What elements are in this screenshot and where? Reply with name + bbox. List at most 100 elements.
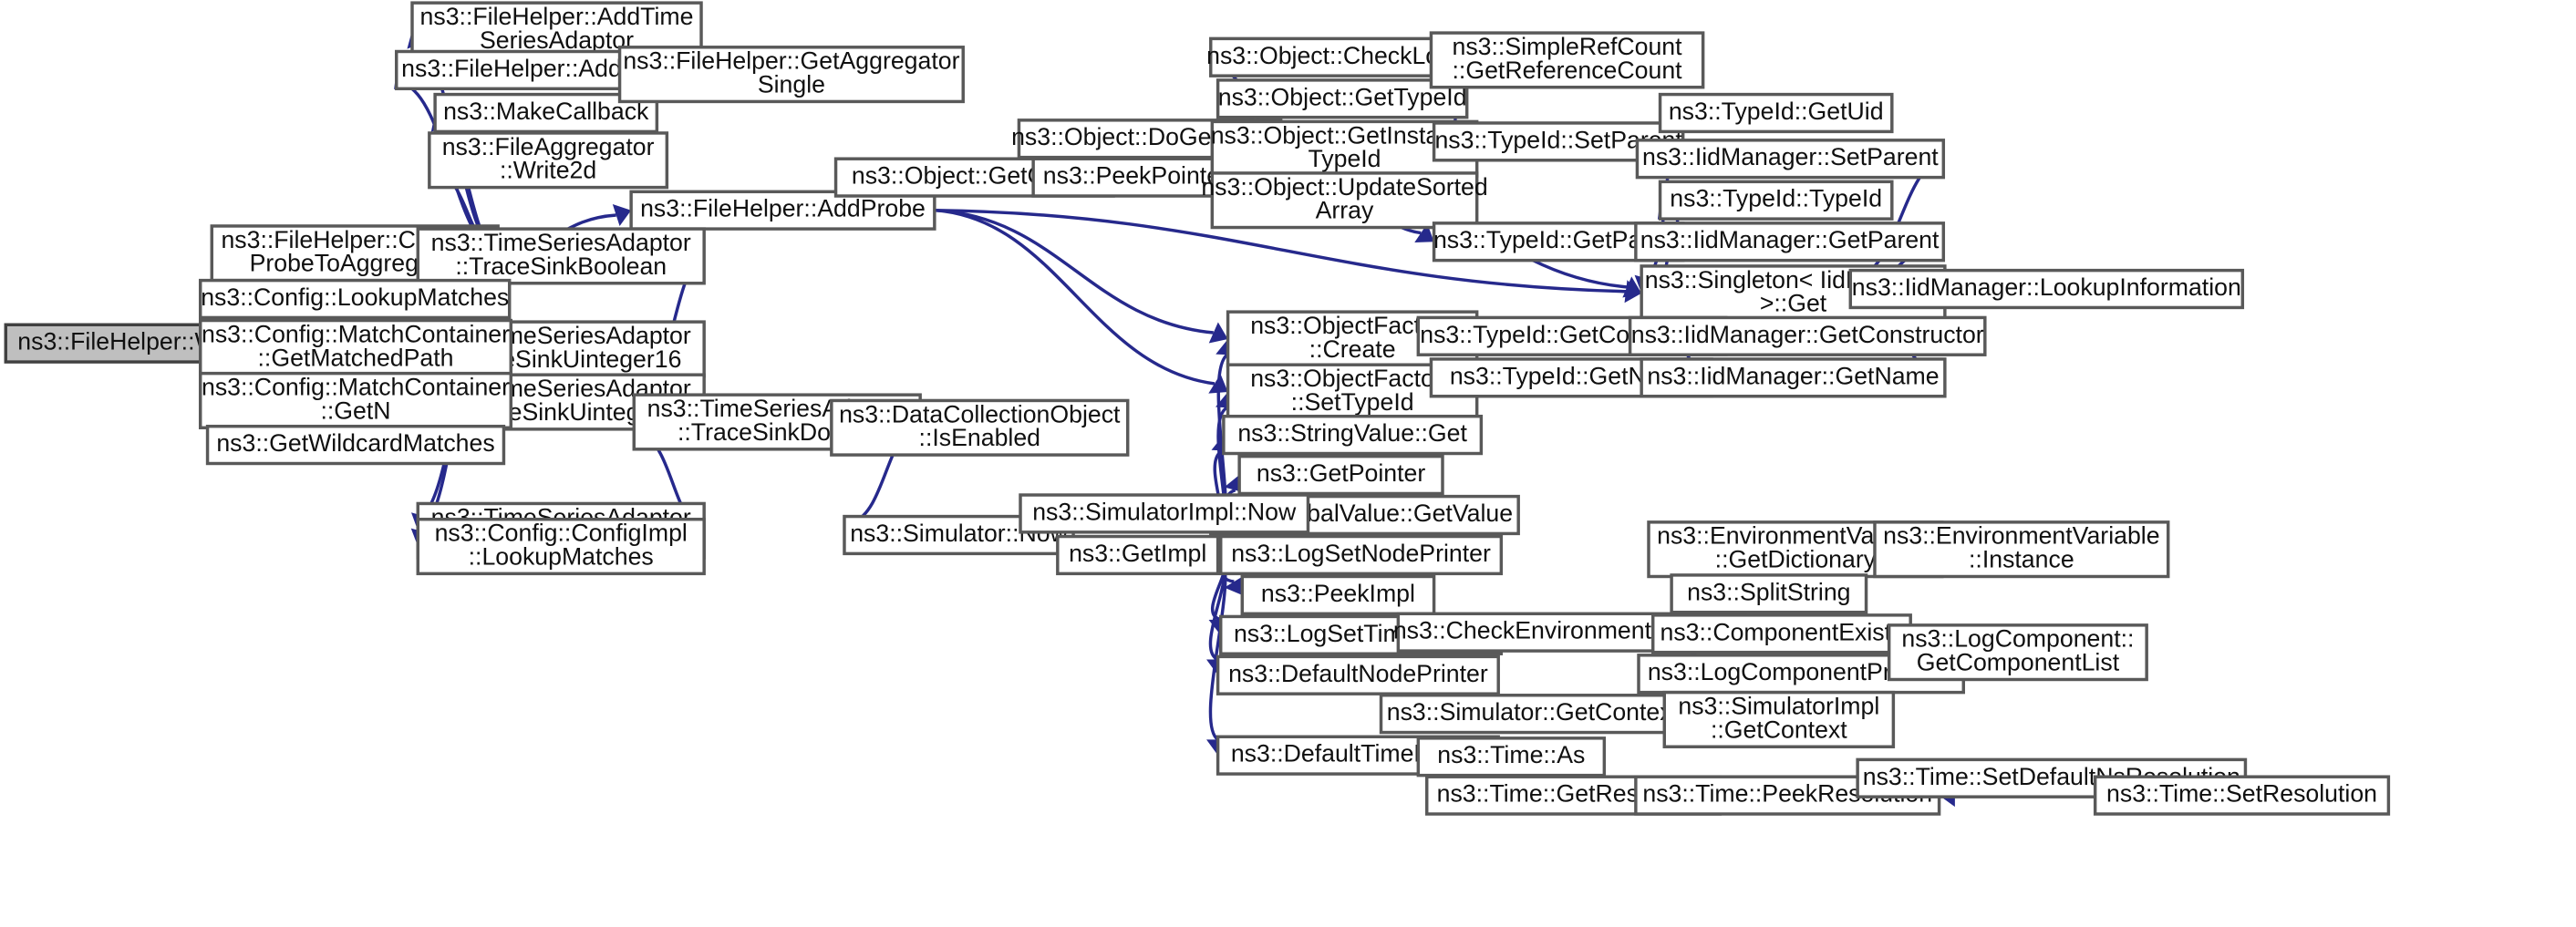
node-box[interactable] <box>617 46 965 104</box>
arrowhead-icon <box>612 204 632 226</box>
graph-node-iid-getparent[interactable]: ns3::IidManager::GetParentns3::IidManage… <box>1634 221 1946 263</box>
arrowhead-icon <box>1414 223 1434 243</box>
node-box[interactable] <box>1429 31 1705 89</box>
node-box[interactable] <box>1219 534 1504 576</box>
graph-node-stringvalue-get[interactable]: ns3::StringValue::Getns3::StringValue::G… <box>1222 414 1484 456</box>
node-box[interactable] <box>1887 623 2148 682</box>
node-label: ns3::PeekPointer <box>1043 162 1228 190</box>
graph-node-object-gettypeid[interactable]: ns3::Object::GetTypeIdns3::Object::GetTy… <box>1216 78 1469 119</box>
graph-node-matchcontainer-getn[interactable]: ns3::Config::MatchContainer::GetNns3::Co… <box>198 371 513 429</box>
graph-node-iid-getname[interactable]: ns3::IidManager::GetNamens3::IidManager:… <box>1640 357 1947 398</box>
graph-node-time-setresolution[interactable]: ns3::Time::SetResolutionns3::Time::SetRe… <box>2093 775 2391 816</box>
node-label: ns3::MakeCallback <box>443 98 649 125</box>
graph-node-fileagg-write2d[interactable]: ns3::FileAggregator::Write2dns3::FileAgg… <box>428 131 669 190</box>
graph-node-config-lookupmatches[interactable]: ns3::Config::LookupMatchesns3::Config::L… <box>198 278 512 320</box>
graph-node-simulator-getcontext[interactable]: ns3::Simulator::GetContextns3::Simulator… <box>1379 694 1686 735</box>
node-box[interactable] <box>198 278 512 320</box>
node-label: ns3::IidManager::SetParent <box>1642 143 1939 170</box>
node-box[interactable] <box>1240 574 1436 616</box>
call-edge <box>934 208 1627 294</box>
node-box[interactable] <box>830 398 1130 457</box>
call-edge <box>934 208 1214 335</box>
node-box[interactable] <box>1658 180 1894 221</box>
node-box[interactable] <box>1848 268 2245 310</box>
node-label: ns3::SimulatorImpl::GetContext <box>1678 693 1879 744</box>
graph-node-objectfactory-create[interactable]: ns3::ObjectFactory::Createns3::ObjectFac… <box>1226 310 1479 368</box>
node-label: ns3::StringValue::Get <box>1237 419 1467 447</box>
node-box[interactable] <box>205 424 506 466</box>
node-box[interactable] <box>1216 78 1469 119</box>
node-label: ns3::LogComponent::GetComponentList <box>1901 625 2134 676</box>
node-label: ns3::IidManager::GetName <box>1647 362 1939 389</box>
node-box[interactable] <box>428 131 669 190</box>
node-box[interactable] <box>198 371 513 429</box>
arrowhead-icon <box>1224 575 1245 595</box>
graph-node-matchcontainer-path[interactable]: ns3::Config::MatchContainer::GetMatchedP… <box>198 318 513 376</box>
node-box[interactable] <box>1216 654 1500 695</box>
node-box[interactable] <box>1873 520 2170 579</box>
graph-node-defaultnodeprinter[interactable]: ns3::DefaultNodePrinterns3::DefaultNodeP… <box>1216 654 1500 695</box>
arrowhead-icon <box>1622 276 1642 298</box>
node-label: ns3::Simulator::GetContext <box>1387 698 1680 726</box>
node-box[interactable] <box>629 190 936 231</box>
graph-node-getwildcardmatches[interactable]: ns3::GetWildcardMatchesns3::GetWildcardM… <box>205 424 506 466</box>
node-box[interactable] <box>2093 775 2391 816</box>
node-box[interactable] <box>1416 736 1607 778</box>
node-box[interactable] <box>1640 357 1947 398</box>
node-box[interactable] <box>198 318 513 376</box>
node-box[interactable] <box>416 517 706 576</box>
node-box[interactable] <box>1237 454 1444 496</box>
graph-node-envvar-instance[interactable]: ns3::EnvironmentVariable::Instancens3::E… <box>1873 520 2170 579</box>
graph-node-configimpl-lookup[interactable]: ns3::Config::ConfigImpl::LookupMatchesns… <box>416 517 706 576</box>
node-label: ns3::LogSetNodePrinter <box>1231 540 1491 567</box>
graph-node-dco-isenabled[interactable]: ns3::DataCollectionObject::IsEnabledns3:… <box>830 398 1130 457</box>
node-box[interactable] <box>1019 493 1310 534</box>
node-label: ns3::Time::SetResolution <box>2106 780 2377 808</box>
node-box[interactable] <box>1210 171 1479 230</box>
node-box[interactable] <box>416 227 706 285</box>
node-label: ns3::ObjectFactory::SetTypeId <box>1250 365 1454 416</box>
node-box[interactable] <box>1628 315 1987 356</box>
node-box[interactable] <box>1650 613 1912 654</box>
node-box[interactable] <box>1222 414 1484 456</box>
node-box[interactable] <box>1634 221 1946 263</box>
graph-node-simplerefcount[interactable]: ns3::SimpleRefCount::GetReferenceCountns… <box>1429 31 1705 89</box>
graph-node-logsetnodeprinter[interactable]: ns3::LogSetNodePrinterns3::LogSetNodePri… <box>1219 534 1504 576</box>
node-label: ns3::GetImpl <box>1069 540 1206 567</box>
graph-node-simulatorimpl-getctx[interactable]: ns3::SimulatorImpl::GetContextns3::Simul… <box>1662 690 1896 748</box>
call-edge <box>934 208 1216 386</box>
node-box[interactable] <box>1658 92 1894 134</box>
node-label: ns3::ComponentExists <box>1660 618 1904 645</box>
graph-node-logcomp-getlist[interactable]: ns3::LogComponent::GetComponentListns3::… <box>1887 623 2148 682</box>
node-box[interactable] <box>1662 690 1896 748</box>
graph-node-tsa-boolean[interactable]: ns3::TimeSeriesAdaptor::TraceSinkBoolean… <box>416 227 706 285</box>
node-box[interactable] <box>1056 534 1220 576</box>
node-box[interactable] <box>1635 139 1946 180</box>
node-label: ns3::IidManager::GetParent <box>1640 226 1940 253</box>
node-label: ns3::PeekImpl <box>1261 580 1415 607</box>
node-box[interactable] <box>1670 573 1868 614</box>
node-label: ns3::Config::MatchContainer::GetMatchedP… <box>202 320 510 371</box>
graph-node-simulatorimpl-now[interactable]: ns3::SimulatorImpl::Nowns3::SimulatorImp… <box>1019 493 1310 534</box>
graph-node-iid-getconstructor[interactable]: ns3::IidManager::GetConstructorns3::IidM… <box>1628 315 1987 356</box>
graph-node-iid-lookupinfo[interactable]: ns3::IidManager::LookupInformationns3::I… <box>1848 268 2245 310</box>
graph-node-iid-setparent[interactable]: ns3::IidManager::SetParentns3::IidManage… <box>1635 139 1946 180</box>
node-label: ns3::Config::MatchContainer::GetN <box>202 374 510 425</box>
node-label: ns3::Config::LookupMatches <box>201 283 509 311</box>
graph-node-addprobe[interactable]: ns3::FileHelper::AddProbens3::FileHelper… <box>629 190 936 231</box>
